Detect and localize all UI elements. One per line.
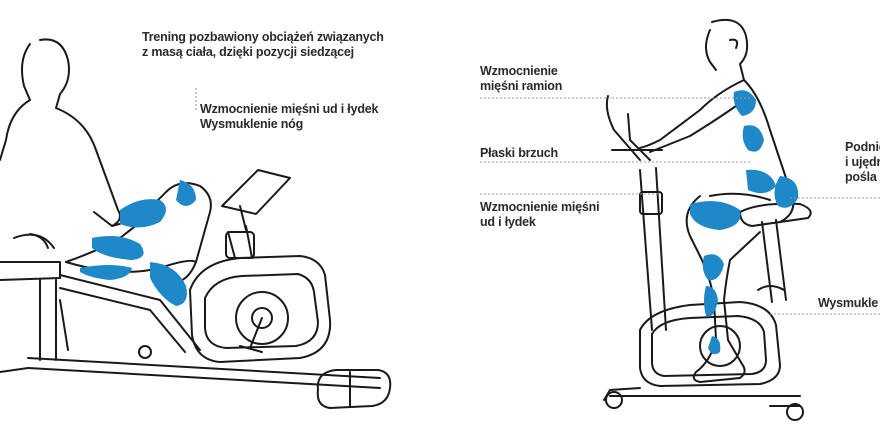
leader-lines <box>195 88 880 315</box>
callout-legs-line1: Wzmocnienie mięśni ud i łydek <box>200 102 379 116</box>
callout-seated-line2: z masą ciała, dzięki pozycji siedzącej <box>142 45 354 59</box>
callout-seated-line1: Trening pozbawiony obciążeń związanych <box>142 30 384 44</box>
callout-thigh-calf-strength: Wzmocnienie mięśni ud i łydek <box>480 200 600 230</box>
callout-glutes-line1: Podnie <box>845 140 880 154</box>
callout-flat-belly: Płaski brzuch <box>480 146 558 161</box>
callout-slim-line1: Wysmukle <box>818 296 879 310</box>
callout-arms-line1: Wzmocnienie <box>480 64 558 78</box>
upright-bike-drawing <box>603 18 812 421</box>
callout-belly-line1: Płaski brzuch <box>480 146 558 160</box>
callout-seated-training: Trening pozbawiony obciążeń związanych z… <box>142 30 384 60</box>
callout-leg-strength: Wzmocnienie mięśni ud i łydek Wysmukleni… <box>200 102 378 132</box>
recumbent-bike-drawing <box>0 38 392 409</box>
callout-thighs-line2: ud i łydek <box>480 215 536 229</box>
callout-glutes-line2: i ujędr <box>845 155 880 169</box>
callout-glutes: Podnie i ujędr pośla <box>845 140 880 185</box>
callout-glutes-line3: pośla <box>845 170 877 184</box>
muscle-highlights <box>80 90 799 355</box>
callout-slimming: Wysmukle <box>818 296 878 311</box>
callout-arm-strength: Wzmocnienie mięśni ramion <box>480 64 562 94</box>
callout-legs-line2: Wysmuklenie nóg <box>200 117 304 131</box>
callout-arms-line2: mięśni ramion <box>480 79 563 93</box>
callout-thighs-line1: Wzmocnienie mięśni <box>480 200 600 214</box>
